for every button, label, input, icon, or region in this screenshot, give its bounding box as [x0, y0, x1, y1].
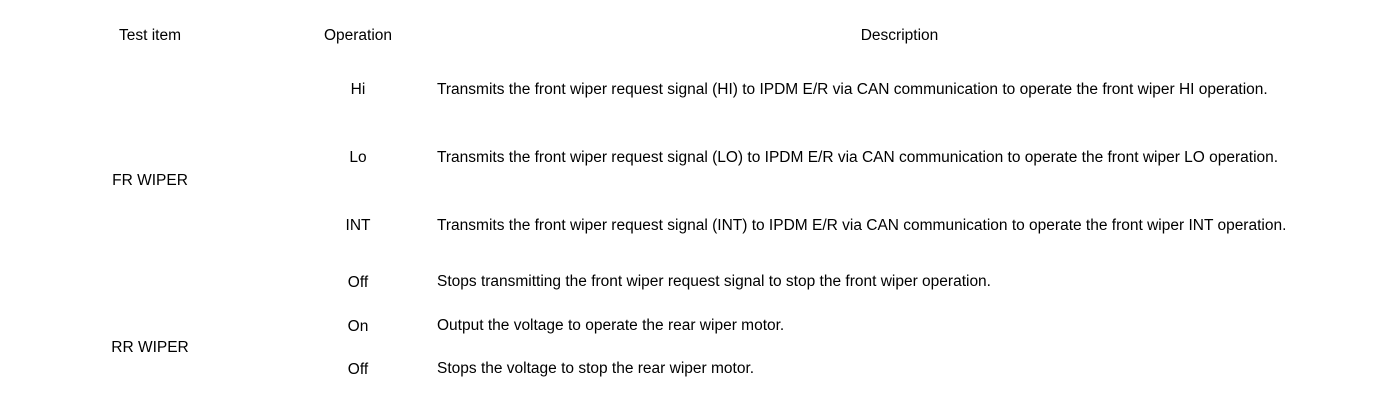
table-row: FR WIPER Hi Transmits the front wiper re… — [21, 56, 1362, 189]
description-rr-on: Output the voltage to operate the rear w… — [437, 317, 785, 335]
column-header-test-item: Test item — [118, 26, 181, 44]
description-fr-int: Transmits the front wiper request signal… — [437, 216, 1287, 234]
table-row: Lo Transmits the front wiper request sig… — [21, 124, 1362, 192]
description-fr-off: Stops transmitting the front wiper reque… — [437, 273, 991, 291]
wiper-test-item-table: Test item Operation Description FR WIPER… — [21, 15, 1362, 391]
column-header-description: Description — [860, 26, 939, 44]
test-item-fr-wiper: FR WIPER — [112, 171, 188, 189]
table-row: RR WIPER On Output the voltage to operat… — [21, 305, 1362, 356]
operation-fr-off: Off — [347, 273, 369, 291]
column-header-operation: Operation — [323, 26, 393, 44]
table-row: Off Stops the voltage to stop the rear w… — [21, 348, 1362, 391]
operation-rr-off: Off — [347, 360, 369, 378]
description-fr-hi: Transmits the front wiper request signal… — [437, 80, 1268, 98]
operation-rr-on: On — [347, 317, 369, 335]
test-item-rr-wiper: RR WIPER — [111, 339, 189, 356]
description-fr-lo: Transmits the front wiper request signal… — [437, 148, 1279, 166]
table-row: Off Stops transmitting the front wiper r… — [21, 260, 1362, 305]
operation-fr-int: INT — [345, 217, 371, 234]
table-header-row: Test item Operation Description — [21, 15, 1362, 56]
operation-fr-hi: Hi — [350, 81, 366, 98]
operation-fr-lo: Lo — [349, 149, 367, 166]
table-row: INT Transmits the front wiper request si… — [21, 192, 1362, 260]
spec-table-container: Test item Operation Description FR WIPER… — [21, 15, 1362, 391]
description-rr-off: Stops the voltage to stop the rear wiper… — [437, 360, 755, 378]
